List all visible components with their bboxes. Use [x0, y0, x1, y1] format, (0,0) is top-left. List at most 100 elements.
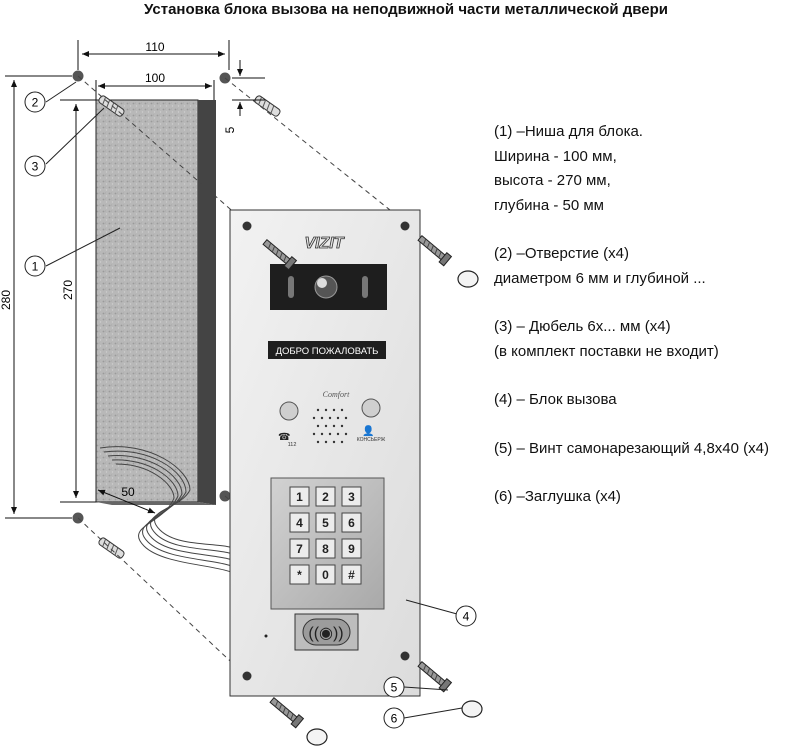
legend-line: (4) – Блок вызова [494, 391, 617, 408]
led-indicator [264, 634, 268, 638]
dowel-top-left [98, 95, 125, 117]
key-button[interactable]: 9 [341, 538, 362, 559]
dim-height-outer: 280 [0, 290, 13, 310]
concierge-icon: 👤 [362, 424, 374, 437]
key-label: # [348, 568, 355, 582]
screw-bottom-right [417, 660, 453, 693]
key-button[interactable]: 0 [315, 564, 336, 585]
phone-icon: ☎ [278, 432, 290, 443]
dim-width-niche: 100 [145, 71, 165, 85]
key-button[interactable]: 8 [315, 538, 336, 559]
key-button[interactable]: 7 [289, 538, 310, 559]
call-panel: VIZIT ДОБРО ПОЖАЛОВАТЬ Comfort 112 КОНСЬ… [229, 209, 421, 697]
callout-2: 2 [24, 91, 46, 113]
key-button[interactable]: # [341, 564, 362, 585]
legend-line: глубина - 50 мм [494, 196, 604, 214]
key-label: 9 [348, 542, 355, 556]
script-logo: Comfort [323, 390, 350, 399]
callouts: 1 2 3 4 5 6 [24, 91, 477, 729]
panel-screw-tl [242, 221, 252, 231]
callout-1: 1 [24, 255, 46, 277]
screw-bottom-left [269, 696, 305, 729]
legend-line: (1) –Ниша для блока. [494, 123, 643, 140]
dim-width-outer: 110 [145, 40, 164, 54]
dowel-top-right [254, 95, 281, 117]
legend-line: высота - 270 мм, [494, 172, 611, 189]
brand-logo: VIZIT [304, 235, 344, 252]
key-label: 2 [322, 490, 329, 504]
callout-number: 2 [32, 96, 39, 110]
screws [262, 234, 453, 729]
panel-screw-br [400, 651, 410, 661]
key-label: * [297, 568, 302, 582]
speaker-grille [312, 408, 348, 444]
key-button[interactable]: 4 [289, 512, 310, 533]
legend-line: (в комплект поставки не входит) [494, 342, 719, 360]
concierge-button[interactable] [361, 398, 381, 418]
dim-height-niche: 270 [61, 280, 75, 300]
key-button[interactable]: 1 [289, 486, 310, 507]
rfid-icon: ((◉)) [308, 625, 343, 642]
legend-item: (4) – Блок вызова [494, 388, 812, 413]
callout-number: 6 [391, 712, 398, 726]
welcome-text: ДОБРО ПОЖАЛОВАТЬ [276, 346, 379, 357]
callout-6: 6 [383, 707, 405, 729]
callout-leaders [45, 81, 463, 719]
concierge-112-button[interactable] [279, 401, 299, 421]
button-right-label: КОНСЬЕРЖ [357, 437, 386, 443]
camera-lens [314, 275, 338, 299]
key-label: 4 [296, 516, 303, 530]
legend-line: (5) – Винт самонарезающий 4,8х40 (х4) [494, 439, 769, 457]
key-button[interactable]: * [289, 564, 310, 585]
niche [95, 99, 216, 505]
button-left-label: 112 [288, 442, 297, 448]
legend-item: (1) –Ниша для блока. Ширина - 100 мм, высо… [494, 120, 812, 218]
legend-item: (2) –Отверстие (х4) диаметром 6 мм и глуб… [494, 242, 812, 291]
key-label: 5 [322, 516, 329, 530]
legend-line: Ширина - 100 мм, [494, 147, 617, 165]
cap-bottom-left [306, 728, 328, 746]
cap-top-right [457, 270, 479, 288]
dim-depth: 50 [121, 485, 135, 499]
screw-top-right [417, 234, 453, 267]
dim-gap-top: 5 [223, 126, 237, 133]
key-label: 6 [348, 516, 355, 530]
legend-line: (6) –Заглушка (х4) [494, 488, 621, 505]
key-button[interactable]: 3 [341, 486, 362, 507]
screw-top-left [262, 238, 298, 271]
callout-5: 5 [383, 676, 405, 698]
panel-screw-tr [400, 221, 410, 231]
legend-line: диаметром 6 мм и глубиной ... [494, 269, 706, 287]
callout-4: 4 [455, 605, 477, 627]
key-button[interactable]: 5 [315, 512, 336, 533]
key-button[interactable]: 6 [341, 512, 362, 533]
dimension-lines [5, 40, 265, 519]
legend-item: (5) – Винт самонарезающий 4,8х40 (х4) [494, 437, 812, 462]
callout-number: 5 [391, 681, 398, 695]
key-label: 1 [296, 490, 303, 504]
cap-bottom-right [461, 700, 483, 718]
callout-number: 1 [32, 260, 39, 274]
legend-line: (3) – Дюбель 6х... мм (х4) [494, 318, 671, 335]
key-label: 7 [296, 542, 303, 556]
key-button[interactable]: 2 [315, 486, 336, 507]
keypad: 1 2 3 4 5 6 7 8 9 * 0 # [289, 486, 362, 585]
key-label: 3 [348, 490, 355, 504]
legend-item: (3) – Дюбель 6х... мм (х4) (в комплект по… [494, 315, 812, 364]
legend-line: (2) –Отверстие (х4) [494, 245, 629, 262]
key-label: 0 [322, 568, 329, 582]
page-title: Установка блока вызова на неподвижной ча… [144, 1, 668, 18]
camera-strip [270, 264, 387, 310]
panel-screw-bl [242, 671, 252, 681]
key-label: 8 [322, 542, 329, 556]
cable-bundle [99, 446, 241, 577]
dowel-bottom-left [98, 537, 125, 559]
legend: (1) –Ниша для блока. Ширина - 100 мм, высо… [494, 120, 812, 534]
caps [306, 270, 483, 746]
legend-item: (6) –Заглушка (х4) [494, 485, 812, 510]
callout-number: 4 [463, 610, 470, 624]
welcome-display [268, 341, 386, 359]
callout-3: 3 [24, 155, 46, 177]
callout-number: 3 [32, 160, 39, 174]
